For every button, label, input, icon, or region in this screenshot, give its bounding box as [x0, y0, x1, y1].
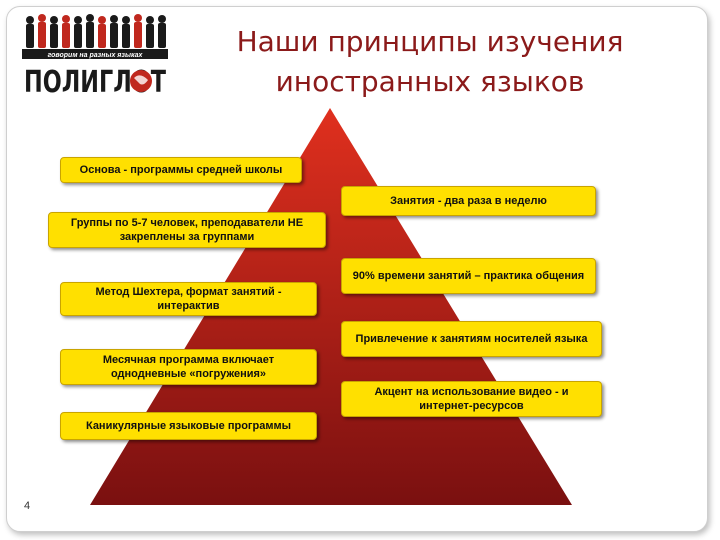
title-line-1: Наши принципы изучения	[236, 25, 624, 58]
principle-text: Занятия - два раза в неделю	[390, 195, 547, 207]
page-number: 4	[24, 500, 31, 512]
logo-graphic: говорим на разных языках ПОЛИГЛОТ	[22, 14, 168, 100]
principle-text: Группы по 5-7 человек, преподаватели НЕ …	[70, 217, 304, 243]
principle-text: Каникулярные языковые программы	[85, 420, 292, 432]
logo: говорим на разных языках ПОЛИГЛОТ	[20, 12, 170, 102]
principle-text: Основа - программы средней школы	[79, 164, 283, 176]
principle-box-right-4: Акцент на использование видео - и интерн…	[341, 381, 602, 417]
principle-box-left-4: Месячная программа включает однодневные …	[60, 349, 317, 385]
principle-box-right-2: 90% времени занятий – практика общения	[341, 258, 596, 294]
slide-title: Наши принципы изучения иностранных языко…	[200, 22, 660, 102]
principle-text: Акцент на использование видео - и интерн…	[374, 386, 569, 412]
principle-box-right-1: Занятия - два раза в неделю	[341, 186, 596, 216]
title-line-2: иностранных языков	[275, 65, 585, 98]
principle-box-left-3: Метод Шехтера, формат занятий - интеракт…	[60, 282, 317, 316]
principle-box-left-5: Каникулярные языковые программы	[60, 412, 317, 440]
principle-box-left-2: Группы по 5-7 человек, преподаватели НЕ …	[48, 212, 326, 248]
principle-text: Привлечение к занятиям носителей языка	[355, 333, 588, 345]
principle-box-left-1: Основа - программы средней школы	[60, 157, 302, 183]
principle-text: Месячная программа включает однодневные …	[102, 354, 275, 380]
principle-text: 90% времени занятий – практика общения	[352, 270, 585, 282]
principle-text: Метод Шехтера, формат занятий - интеракт…	[95, 286, 282, 312]
principle-box-right-3: Привлечение к занятиям носителей языка	[341, 321, 602, 357]
logo-tagline: говорим на разных языках	[48, 52, 144, 59]
